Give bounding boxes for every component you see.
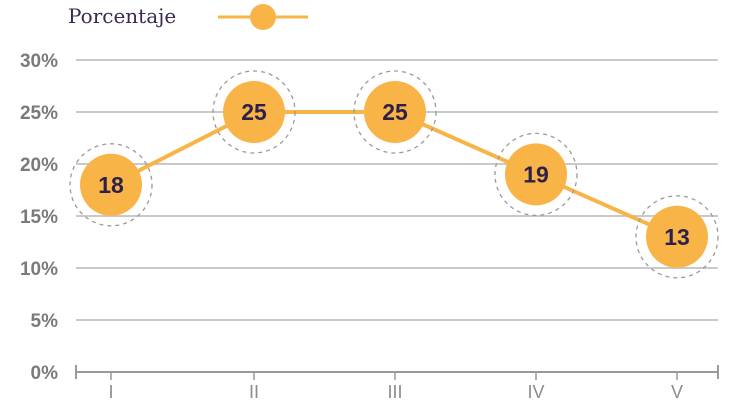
y-tick-label-30: 30%	[20, 51, 58, 72]
data-label-I: 18	[98, 172, 124, 198]
y-tick-label-0: 0%	[31, 363, 59, 384]
data-label-II: 25	[241, 99, 267, 125]
data-label-III: 25	[382, 99, 408, 125]
x-tick-label-II: II	[249, 382, 259, 402]
data-labels: 18 25 25 19 13	[98, 99, 690, 250]
data-label-IV: 19	[523, 161, 549, 187]
x-tick-label-V: V	[671, 382, 683, 402]
data-point-III	[364, 81, 426, 143]
y-tick-label-25: 25%	[20, 103, 58, 124]
marker-ring-IV	[494, 132, 578, 217]
y-tick-label-15: 15%	[20, 207, 58, 228]
y-tick-label-20: 20%	[20, 155, 58, 176]
data-point-II	[223, 81, 285, 143]
data-markers	[69, 70, 719, 279]
legend-label-porcentaje: Porcentaje	[68, 4, 176, 28]
data-label-V: 13	[664, 224, 690, 250]
y-tick-label-5: 5%	[31, 311, 59, 332]
x-tick-label-IV: IV	[527, 382, 544, 402]
marker-ring-II	[212, 70, 296, 154]
marker-ring-V	[635, 195, 719, 279]
marker-ring-III	[353, 70, 437, 154]
data-point-V	[646, 205, 708, 268]
legend: Porcentaje	[68, 4, 308, 30]
x-tick-label-III: III	[387, 382, 402, 402]
y-tick-label-10: 10%	[20, 259, 58, 280]
marker-ring-I	[69, 143, 153, 227]
legend-marker-swatch	[250, 4, 276, 30]
x-tick-label-I: I	[108, 382, 113, 402]
data-point-I	[80, 153, 142, 216]
data-point-IV	[505, 143, 567, 206]
